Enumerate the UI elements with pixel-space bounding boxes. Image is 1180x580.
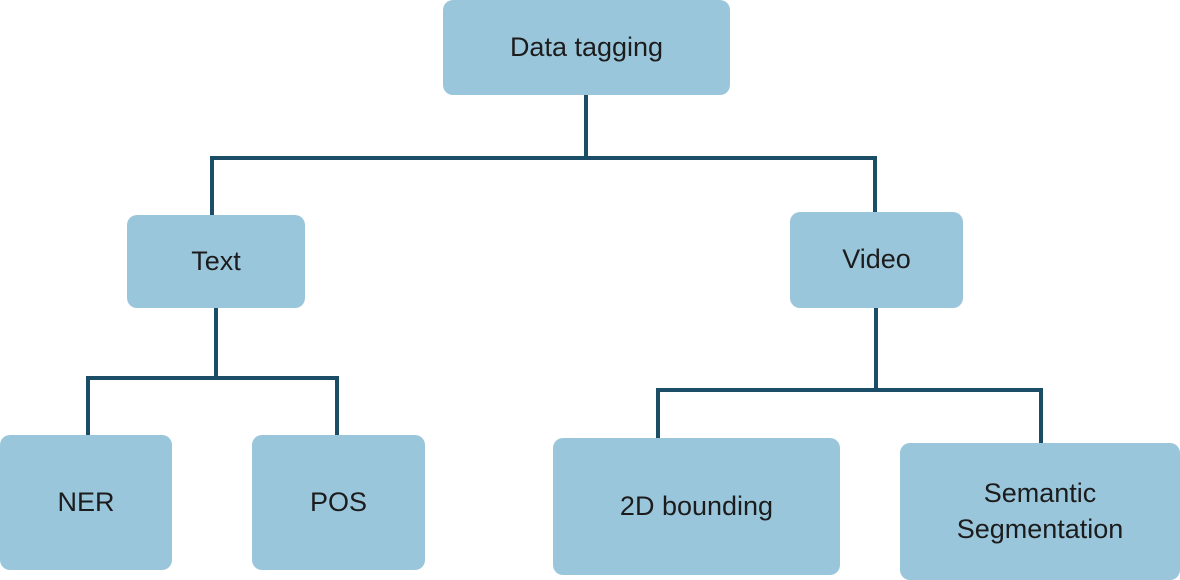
- connector-root-children: [210, 156, 877, 215]
- node-video: Video: [790, 212, 963, 308]
- node-ner: NER: [0, 435, 172, 570]
- node-2d-bounding-label: 2D bounding: [619, 490, 774, 521]
- node-pos: POS: [252, 435, 425, 570]
- connector-text-children: [86, 376, 339, 435]
- node-pos-label: POS: [309, 486, 368, 517]
- node-2d-bounding: 2D bounding: [553, 438, 840, 575]
- node-text-label: Text: [191, 245, 241, 276]
- node-semantic-segmentation: Semantic Segmentation: [900, 443, 1180, 580]
- node-semantic-segmentation-label: Semantic Segmentation: [956, 478, 1124, 544]
- connector-video-children: [656, 388, 1043, 443]
- node-ner-label: NER: [57, 486, 115, 517]
- node-video-label: Video: [842, 244, 911, 275]
- node-text: Text: [127, 215, 305, 308]
- node-data-tagging: Data tagging: [443, 0, 730, 95]
- node-data-tagging-label: Data tagging: [509, 31, 664, 62]
